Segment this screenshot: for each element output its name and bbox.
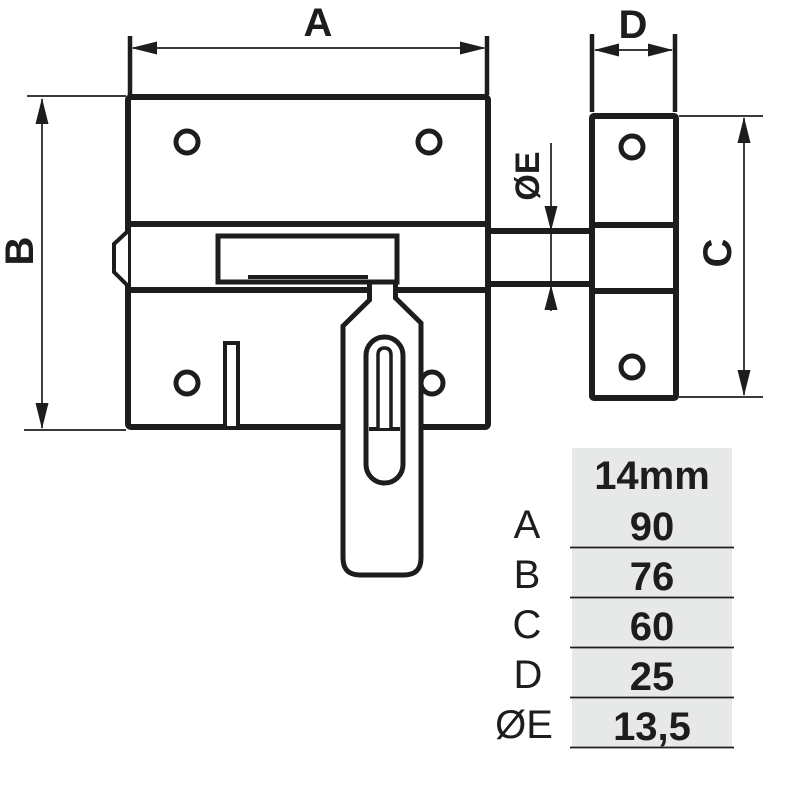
dimension-d: D (589, 3, 678, 112)
hasp (218, 279, 424, 578)
dim-c-label: C (696, 239, 740, 268)
bolt-bar (488, 228, 592, 287)
screw-hole (618, 353, 646, 381)
arrowhead-left (594, 43, 619, 57)
table-row-value: 25 (630, 655, 675, 699)
table-row-value: 13,5 (613, 705, 691, 749)
screw-hole (173, 128, 201, 156)
dimension-table: 14mm A 90 B 76 C 60 D 25 ØE 13,5 (495, 448, 734, 749)
dim-e-label: ØE (509, 151, 547, 200)
dimension-b: B (0, 95, 126, 431)
arrowhead-up (35, 98, 49, 124)
slot-inner-piece (376, 346, 393, 428)
arrowhead-down (737, 370, 751, 396)
keeper-plate (589, 113, 679, 401)
dim-d-label: D (619, 3, 648, 47)
dim-a-label: A (304, 1, 333, 45)
screw-hole (618, 133, 646, 161)
arrowhead-down (544, 206, 558, 231)
table-row-label: D (514, 653, 543, 697)
table-row-label: A (514, 503, 541, 547)
screw-hole (173, 369, 201, 397)
table-size-header: 14mm (594, 454, 710, 498)
arrowhead-left (131, 41, 157, 55)
dimension-c: C (679, 115, 763, 398)
table-row-value: 76 (630, 555, 675, 599)
dim-b-label: B (0, 237, 42, 266)
table-row-label: B (514, 553, 541, 597)
table-row-label: C (513, 603, 542, 647)
dimension-a: A (127, 1, 490, 95)
table-row-value: 90 (630, 505, 675, 549)
arrowhead-up (737, 117, 751, 143)
arrowhead-up (544, 285, 558, 310)
bolt-tip (112, 229, 130, 288)
arrowhead-right (460, 41, 486, 55)
screw-hole (418, 369, 446, 397)
screw-hole (415, 128, 443, 156)
table-row-label: ØE (495, 703, 553, 747)
arrowhead-right (648, 43, 673, 57)
dimension-e: ØE (509, 143, 558, 311)
bolt-guide (215, 233, 400, 285)
stop-tab (223, 341, 240, 430)
arrowhead-down (35, 403, 49, 429)
table-row-value: 60 (630, 605, 675, 649)
